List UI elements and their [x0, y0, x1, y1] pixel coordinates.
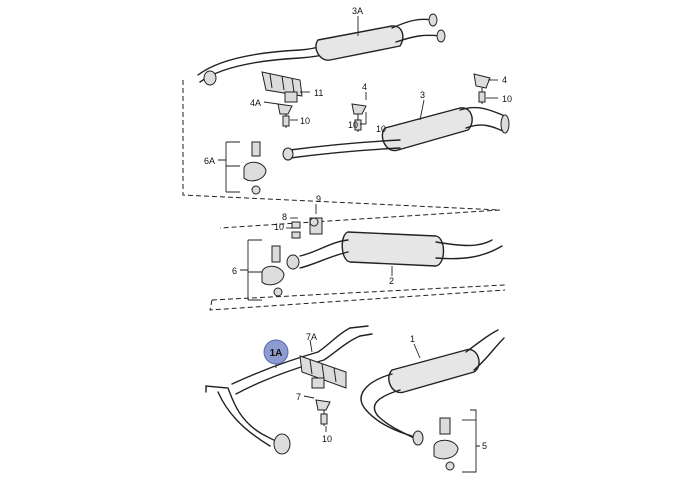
label-4-b: 4: [502, 75, 507, 85]
callout-labels: 3A 11 4A 10 4 10 10 3 4 10 6A 9 8 10 2 6…: [204, 6, 512, 451]
label-10-d: 10: [502, 94, 512, 104]
label-8: 8: [282, 212, 287, 222]
callout-badge-1a: 1A: [263, 339, 289, 365]
clamp-5: [433, 417, 459, 471]
label-4-a: 4: [362, 82, 367, 92]
clamp-6a: [243, 141, 267, 195]
front-silencer-1: [360, 329, 505, 446]
label-6: 6: [232, 266, 237, 276]
label-9: 9: [316, 194, 321, 204]
badge-circle: [263, 339, 289, 365]
label-10-b: 10: [348, 120, 358, 130]
bracket-11-assembly: [261, 71, 303, 128]
label-4a: 4A: [250, 98, 261, 108]
badge-text: 1A: [270, 348, 283, 359]
section-boundaries: [182, 80, 506, 311]
label-3a: 3A: [352, 6, 363, 16]
label-10-e: 10: [274, 222, 284, 232]
label-7: 7: [296, 392, 301, 402]
label-2: 2: [389, 276, 394, 286]
label-1: 1: [410, 334, 415, 344]
label-3: 3: [420, 90, 425, 100]
label-10-f: 10: [322, 434, 332, 444]
clamp-6: [261, 245, 285, 297]
silencer-3: [282, 73, 510, 161]
label-11: 11: [314, 88, 323, 98]
label-10-c: 10: [376, 124, 386, 134]
label-5: 5: [482, 441, 487, 451]
label-10-a: 10: [300, 116, 310, 126]
rear-silencer-3a: [197, 13, 446, 86]
label-6a: 6A: [204, 156, 215, 166]
label-7a: 7A: [306, 332, 317, 342]
front-pipes-1a-1: [205, 325, 373, 455]
leader-lines: [218, 16, 498, 473]
center-silencer-2: [286, 217, 503, 270]
